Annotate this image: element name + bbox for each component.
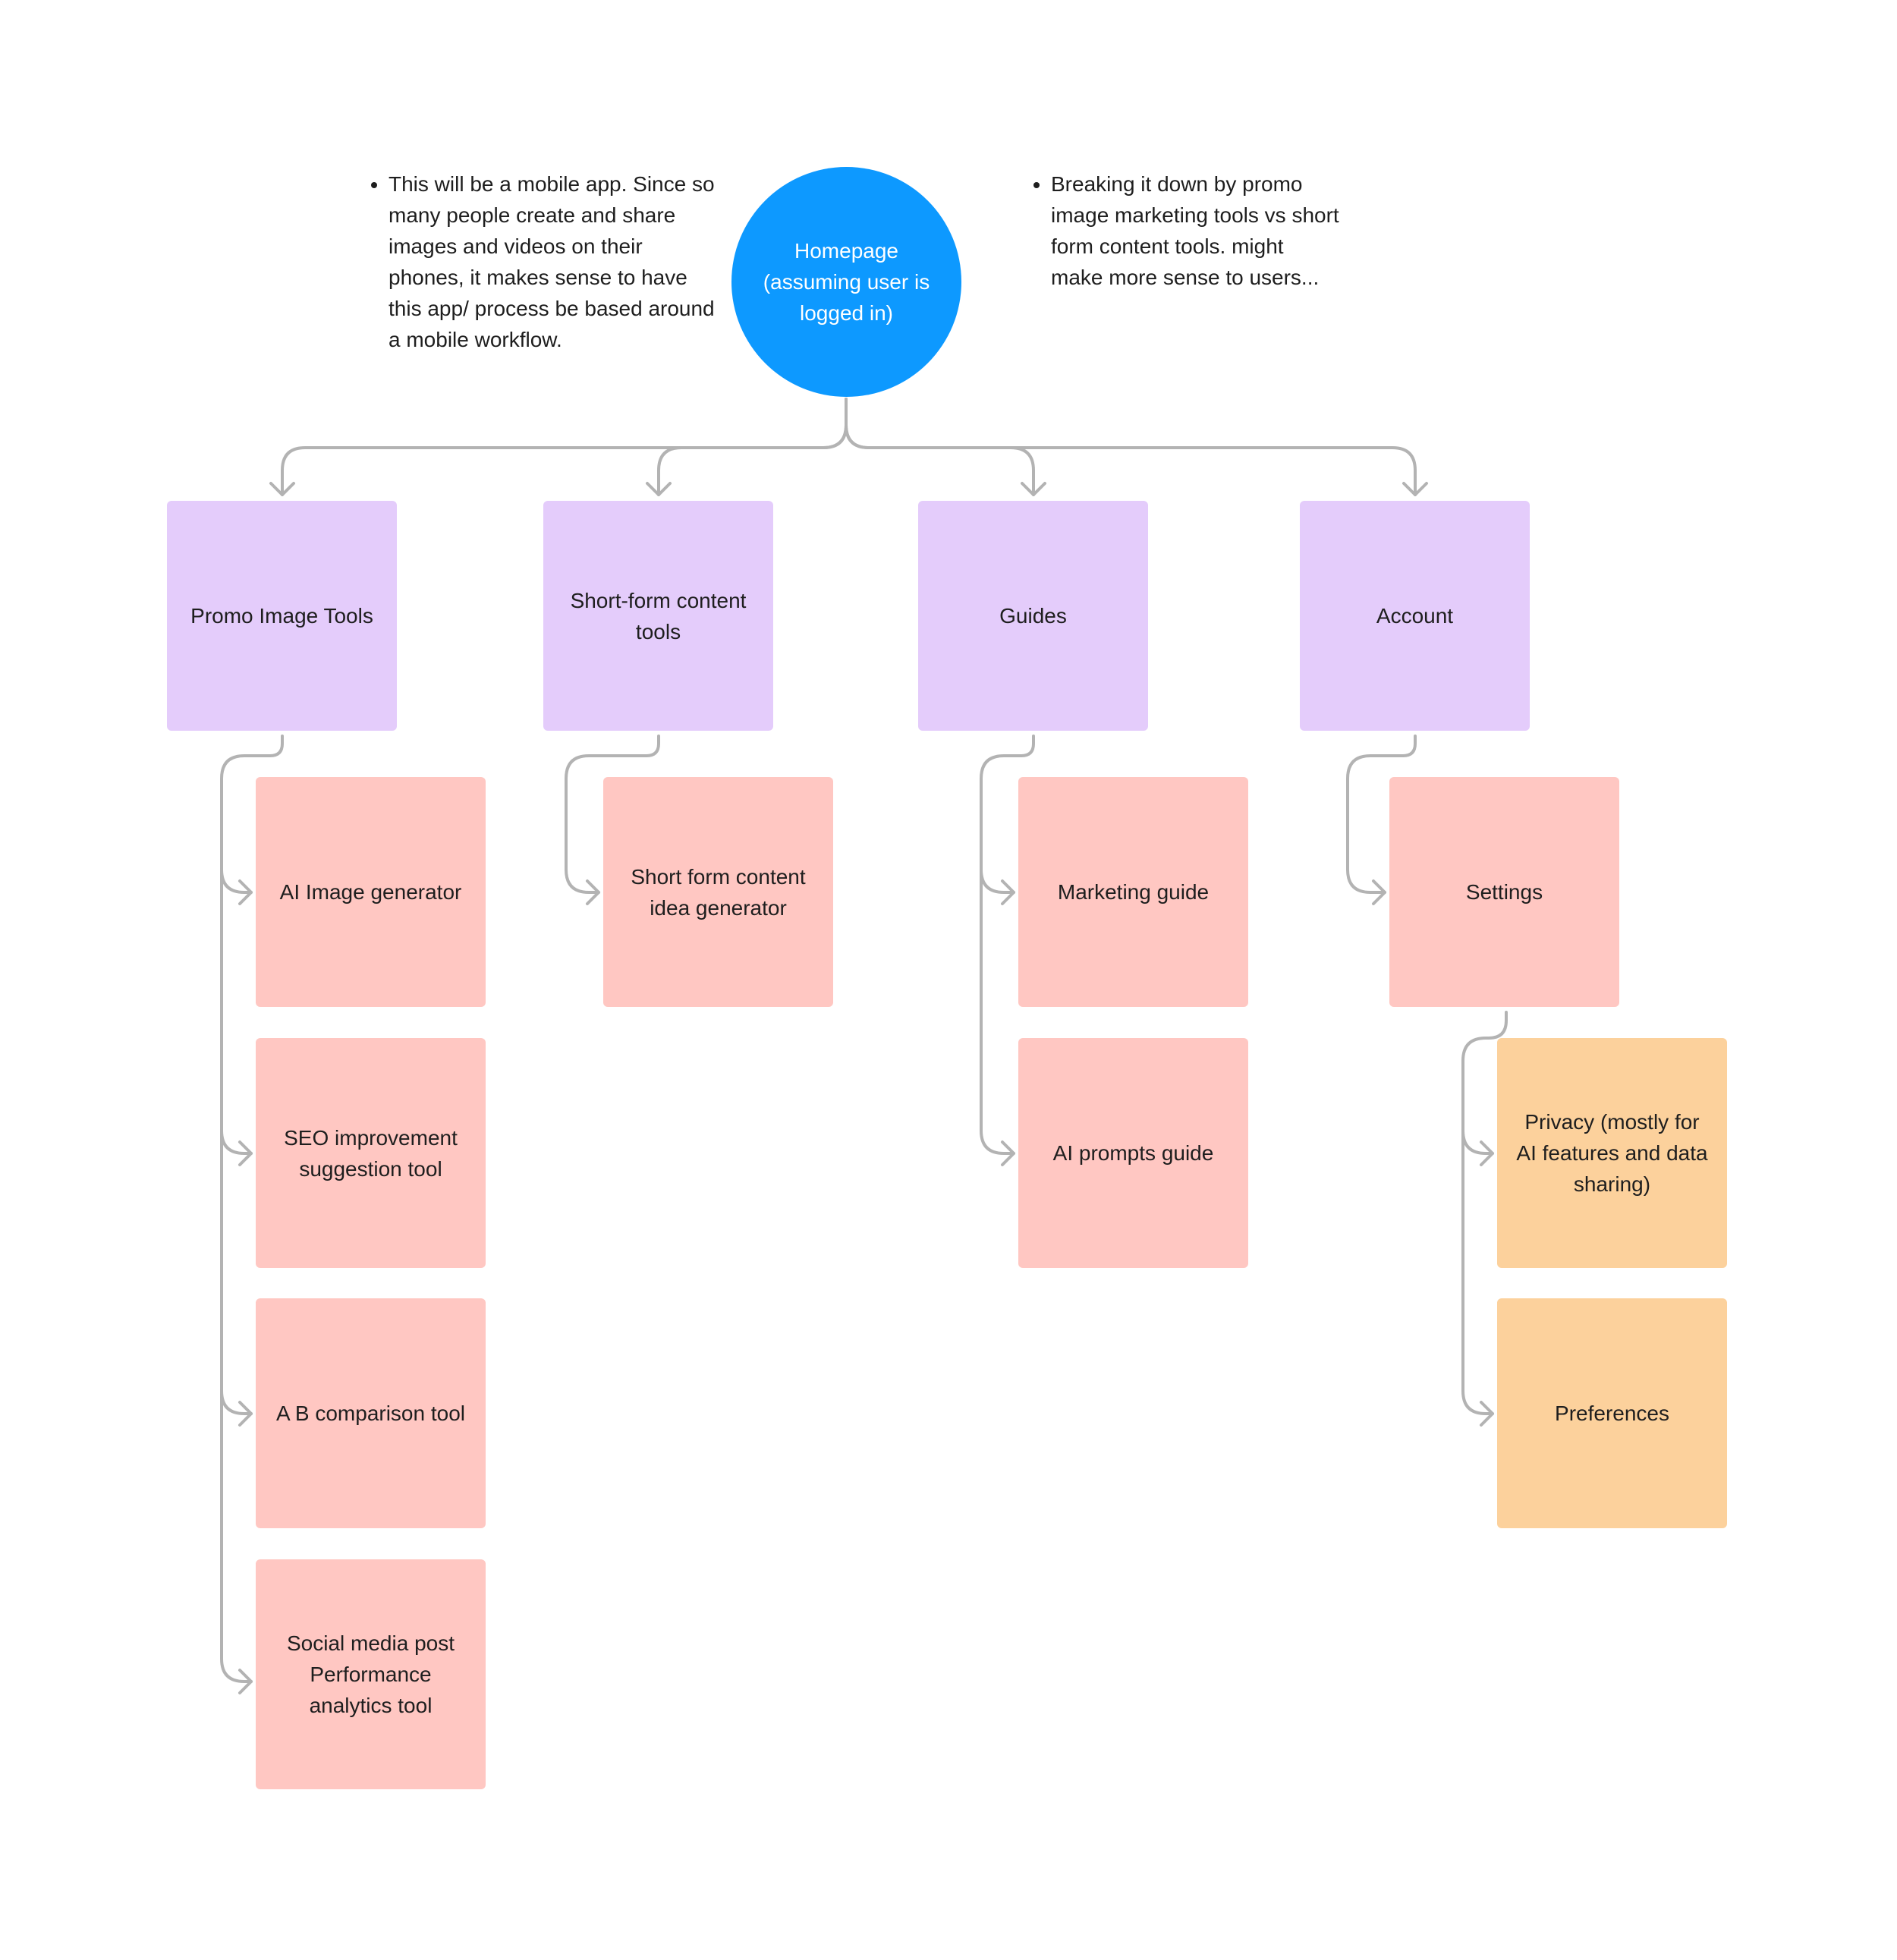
node-label: Social media post Performance analytics … [286,1631,455,1717]
arrowhead [238,879,253,905]
node-label: AI prompts guide [1052,1141,1214,1165]
connector-settings-privacy [1461,1129,1494,1155]
node-privacy[interactable]: Privacy (mostly for AI features and data… [1497,1038,1727,1268]
arrowhead [1480,1401,1494,1427]
note-right: Breaking it down by promo image marketin… [1021,168,1339,293]
node-social-media-analytics-tool[interactable]: Social media post Performance analytics … [256,1559,486,1789]
node-label: Privacy (mostly for AI features and data… [1516,1110,1708,1196]
connector-root-shortform [657,398,848,496]
node-label: Promo Image Tools [190,604,373,628]
node-label: AI Image generator [279,880,462,904]
connector-promo-ab [220,1389,253,1415]
arrowhead [238,1401,253,1427]
arrowhead [1001,879,1015,905]
node-label: Settings [1465,880,1543,904]
node-short-form-content-tools[interactable]: Short-form content tools [543,501,773,731]
arrowhead [1372,879,1386,905]
note-right-text: Breaking it down by promo image marketin… [1051,168,1339,293]
arrowhead [1402,482,1428,496]
node-homepage-label: Homepage (assuming user is logged in) [763,239,930,325]
arrowhead [1001,1140,1015,1166]
node-label: Account [1376,604,1454,628]
node-label: Marketing guide [1057,880,1210,904]
node-ai-prompts-guide[interactable]: AI prompts guide [1018,1038,1248,1268]
node-label: Short form content idea generator [631,864,806,920]
arrowhead [646,482,672,496]
node-label: Preferences [1555,1402,1669,1425]
node-seo-improvement-tool[interactable]: SEO improvement suggestion tool [256,1038,486,1268]
note-left-text: This will be a mobile app. Since so many… [389,168,722,355]
node-preferences[interactable]: Preferences [1497,1298,1727,1528]
node-settings[interactable]: Settings [1389,777,1619,1007]
node-promo-image-tools[interactable]: Promo Image Tools [167,501,397,731]
connector-promo-ai-image [220,868,253,894]
arrowhead [1021,482,1046,496]
node-ab-comparison-tool[interactable]: A B comparison tool [256,1298,486,1528]
node-short-form-idea-generator[interactable]: Short form content idea generator [603,777,833,1007]
node-marketing-guide[interactable]: Marketing guide [1018,777,1248,1007]
connector-root-account [845,398,1417,496]
arrowhead [269,482,295,496]
connector-promo-seo [220,1129,253,1155]
node-ai-image-generator[interactable]: AI Image generator [256,777,486,1007]
arrowhead [238,1140,253,1166]
note-left: This will be a mobile app. Since so many… [358,168,722,355]
connector-guides-marketing [980,868,1015,894]
node-label: Short-form content tools [570,588,747,643]
arrowhead [1480,1140,1494,1166]
node-label: SEO improvement suggestion tool [284,1125,458,1181]
node-label: A B comparison tool [275,1402,466,1425]
node-guides[interactable]: Guides [918,501,1148,731]
connector-root-guides [845,398,1035,496]
node-homepage[interactable]: Homepage (assuming user is logged in) [731,167,961,397]
arrowhead [238,1669,253,1694]
node-label: Guides [999,604,1067,628]
connector-root-promo [281,398,848,496]
node-account[interactable]: Account [1300,501,1530,731]
arrowhead [586,879,600,905]
